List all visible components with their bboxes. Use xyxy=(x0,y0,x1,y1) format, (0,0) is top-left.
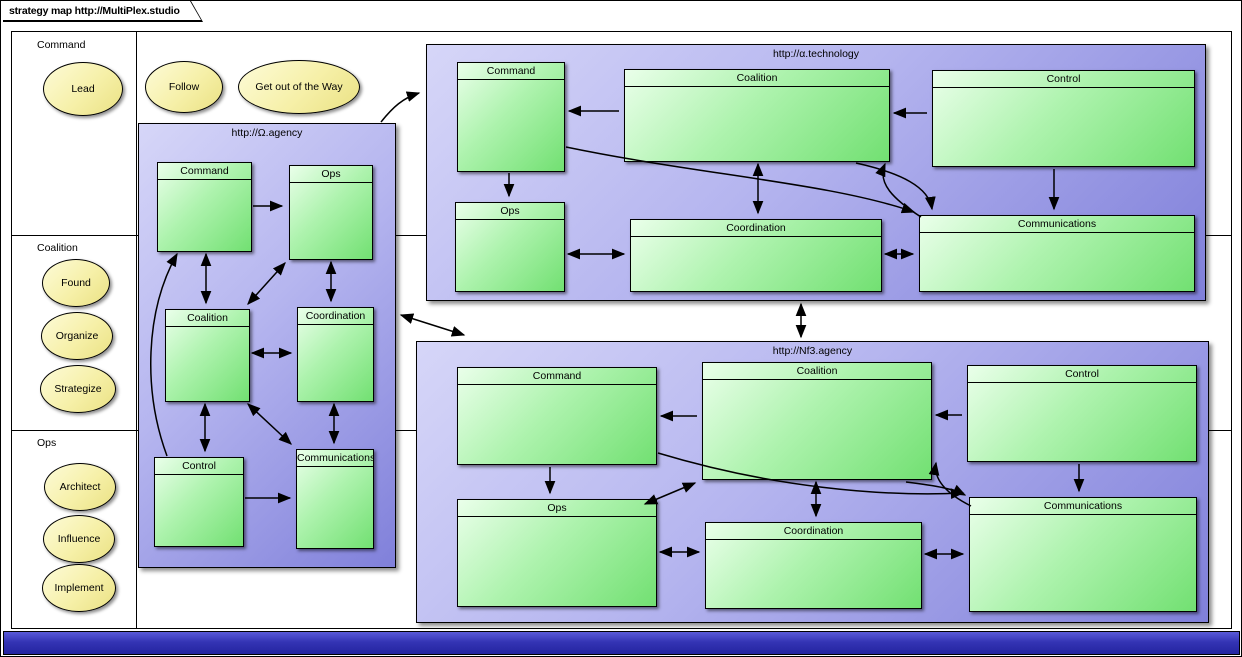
class-box-command[interactable]: Command xyxy=(457,367,657,465)
ellipse-strategize[interactable]: Strategize xyxy=(40,365,116,413)
ellipse-influence[interactable]: Influence xyxy=(43,515,115,563)
class-box-title: Command xyxy=(458,63,564,80)
class-box-communications[interactable]: Communications xyxy=(919,215,1195,292)
class-box-title: Ops xyxy=(458,500,656,517)
class-box-title: Coordination xyxy=(631,220,881,237)
edge-nf3-ops-coalition[interactable] xyxy=(643,482,697,505)
ellipse-lead[interactable]: Lead xyxy=(43,62,123,116)
class-box-title: Coalition xyxy=(703,363,931,380)
class-box-ops[interactable]: Ops xyxy=(457,499,657,607)
class-box-coalition[interactable]: Coalition xyxy=(624,69,890,162)
group-title: http://Nf3.agency xyxy=(772,345,853,357)
lane-label-ops: Ops xyxy=(37,437,57,449)
class-box-title: Ops xyxy=(290,166,372,183)
class-box-communications[interactable]: Communications xyxy=(969,497,1197,612)
diagram-title: strategy map http://MultiPlex.studio xyxy=(9,5,180,17)
ellipse-found[interactable]: Found xyxy=(42,259,110,307)
ellipse-label: Implement xyxy=(54,582,104,594)
lane-label-coalition: Coalition xyxy=(37,242,78,254)
ellipse-label: Lead xyxy=(71,83,95,95)
class-box-title: Control xyxy=(968,366,1196,383)
lane-label-command: Command xyxy=(37,39,86,51)
edge-alpha-command-communications[interactable] xyxy=(565,146,916,214)
class-box-control[interactable]: Control xyxy=(932,70,1195,167)
class-box-title: Coalition xyxy=(625,70,889,87)
edge-nf3-command-communications[interactable] xyxy=(657,452,965,499)
ellipse-label: Found xyxy=(61,277,91,289)
class-box-title: Control xyxy=(155,458,243,475)
class-box-title: Communications xyxy=(297,450,373,467)
class-box-communications[interactable]: Communications xyxy=(296,449,374,549)
group-alpha-technology[interactable]: http://α.technology Command Coalition Co… xyxy=(426,44,1206,301)
ellipse-label: Influence xyxy=(57,533,101,545)
class-box-coordination[interactable]: Coordination xyxy=(705,522,922,609)
class-box-title: Communications xyxy=(920,216,1194,233)
class-box-title: Coalition xyxy=(166,310,249,327)
ellipse-implement[interactable]: Implement xyxy=(42,564,116,612)
ellipse-label: Follow xyxy=(168,81,200,93)
ellipse-get-out-of-the-way[interactable]: Get out of the Way xyxy=(238,60,360,114)
class-box-title: Ops xyxy=(456,203,564,220)
class-box-ops[interactable]: Ops xyxy=(455,202,565,292)
class-box-ops[interactable]: Ops xyxy=(289,165,373,260)
edge-omega-to-nf3[interactable] xyxy=(399,313,466,337)
ellipse-label: Architect xyxy=(59,481,101,493)
diagram-title-tab: strategy map http://MultiPlex.studio xyxy=(3,1,203,22)
class-box-title: Coordination xyxy=(706,523,921,540)
class-box-coalition[interactable]: Coalition xyxy=(702,362,932,480)
class-box-coalition[interactable]: Coalition xyxy=(165,309,250,402)
ellipse-follow[interactable]: Follow xyxy=(145,61,223,113)
class-box-command[interactable]: Command xyxy=(157,162,252,252)
ellipse-label: Get out of the Way xyxy=(255,81,343,93)
group-title: http://Ω.agency xyxy=(231,127,303,139)
class-box-coordination[interactable]: Coordination xyxy=(630,219,882,292)
class-box-command[interactable]: Command xyxy=(457,62,565,172)
footer-bar xyxy=(3,631,1240,655)
edge-omega-control-command[interactable] xyxy=(150,252,178,457)
class-box-title: Command xyxy=(158,163,251,180)
group-title: http://α.technology xyxy=(772,48,860,60)
ellipse-label: Organize xyxy=(55,330,99,342)
class-box-control[interactable]: Control xyxy=(967,365,1197,462)
edge-nf3-communications-coalition-b[interactable] xyxy=(928,461,972,507)
class-box-coordination[interactable]: Coordination xyxy=(297,307,374,402)
class-box-title: Control xyxy=(933,71,1194,88)
ellipse-label: Strategize xyxy=(54,383,102,395)
ellipse-architect[interactable]: Architect xyxy=(44,463,116,511)
lane-header-divider xyxy=(136,31,137,629)
ellipse-organize[interactable]: Organize xyxy=(41,312,113,360)
edge-omega-coalition-communications[interactable] xyxy=(247,403,292,445)
edge-omega-coalition-ops[interactable] xyxy=(247,261,286,306)
class-box-control[interactable]: Control xyxy=(154,457,244,547)
diagram-frame xyxy=(11,31,1232,629)
class-box-title: Command xyxy=(458,368,656,385)
group-omega-agency[interactable]: http://Ω.agency Command Ops Coalition Co… xyxy=(138,123,396,568)
class-box-title: Communications xyxy=(970,498,1196,515)
edge-omega-to-alpha[interactable] xyxy=(380,91,421,123)
edge-alpha-coalition-communications-a[interactable] xyxy=(855,162,936,211)
class-box-title: Coordination xyxy=(298,308,373,325)
